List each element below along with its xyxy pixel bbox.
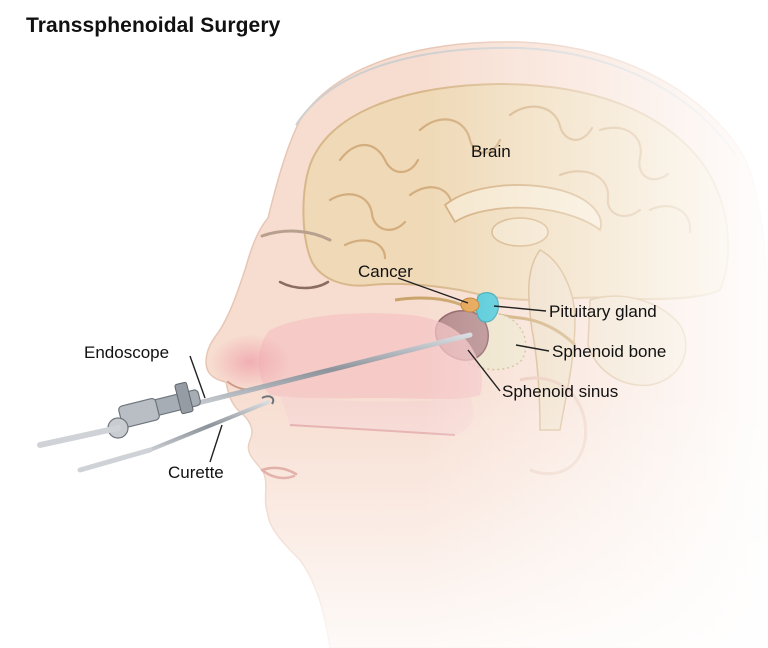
leader-cancer xyxy=(397,277,469,304)
endoscope-instrument xyxy=(37,332,473,448)
label-cancer: Cancer xyxy=(358,262,413,281)
leader-sphenoid-sinus xyxy=(467,349,501,392)
label-sphenoid-sinus: Sphenoid sinus xyxy=(502,382,619,401)
leader-endoscope xyxy=(189,355,206,399)
leader-curette xyxy=(209,424,223,463)
curette-instrument xyxy=(77,395,275,473)
label-pituitary-gland: Pituitary gland xyxy=(549,302,657,321)
leader-pituitary xyxy=(493,305,547,312)
leader-lines xyxy=(189,277,550,463)
diagram-title: Transsphenoidal Surgery xyxy=(26,14,281,37)
leader-sphenoid-bone xyxy=(515,344,550,352)
label-curette: Curette xyxy=(168,463,224,482)
label-endoscope: Endoscope xyxy=(84,343,170,362)
label-brain: Brain xyxy=(471,142,511,161)
label-sphenoid-bone: Sphenoid bone xyxy=(552,342,667,361)
